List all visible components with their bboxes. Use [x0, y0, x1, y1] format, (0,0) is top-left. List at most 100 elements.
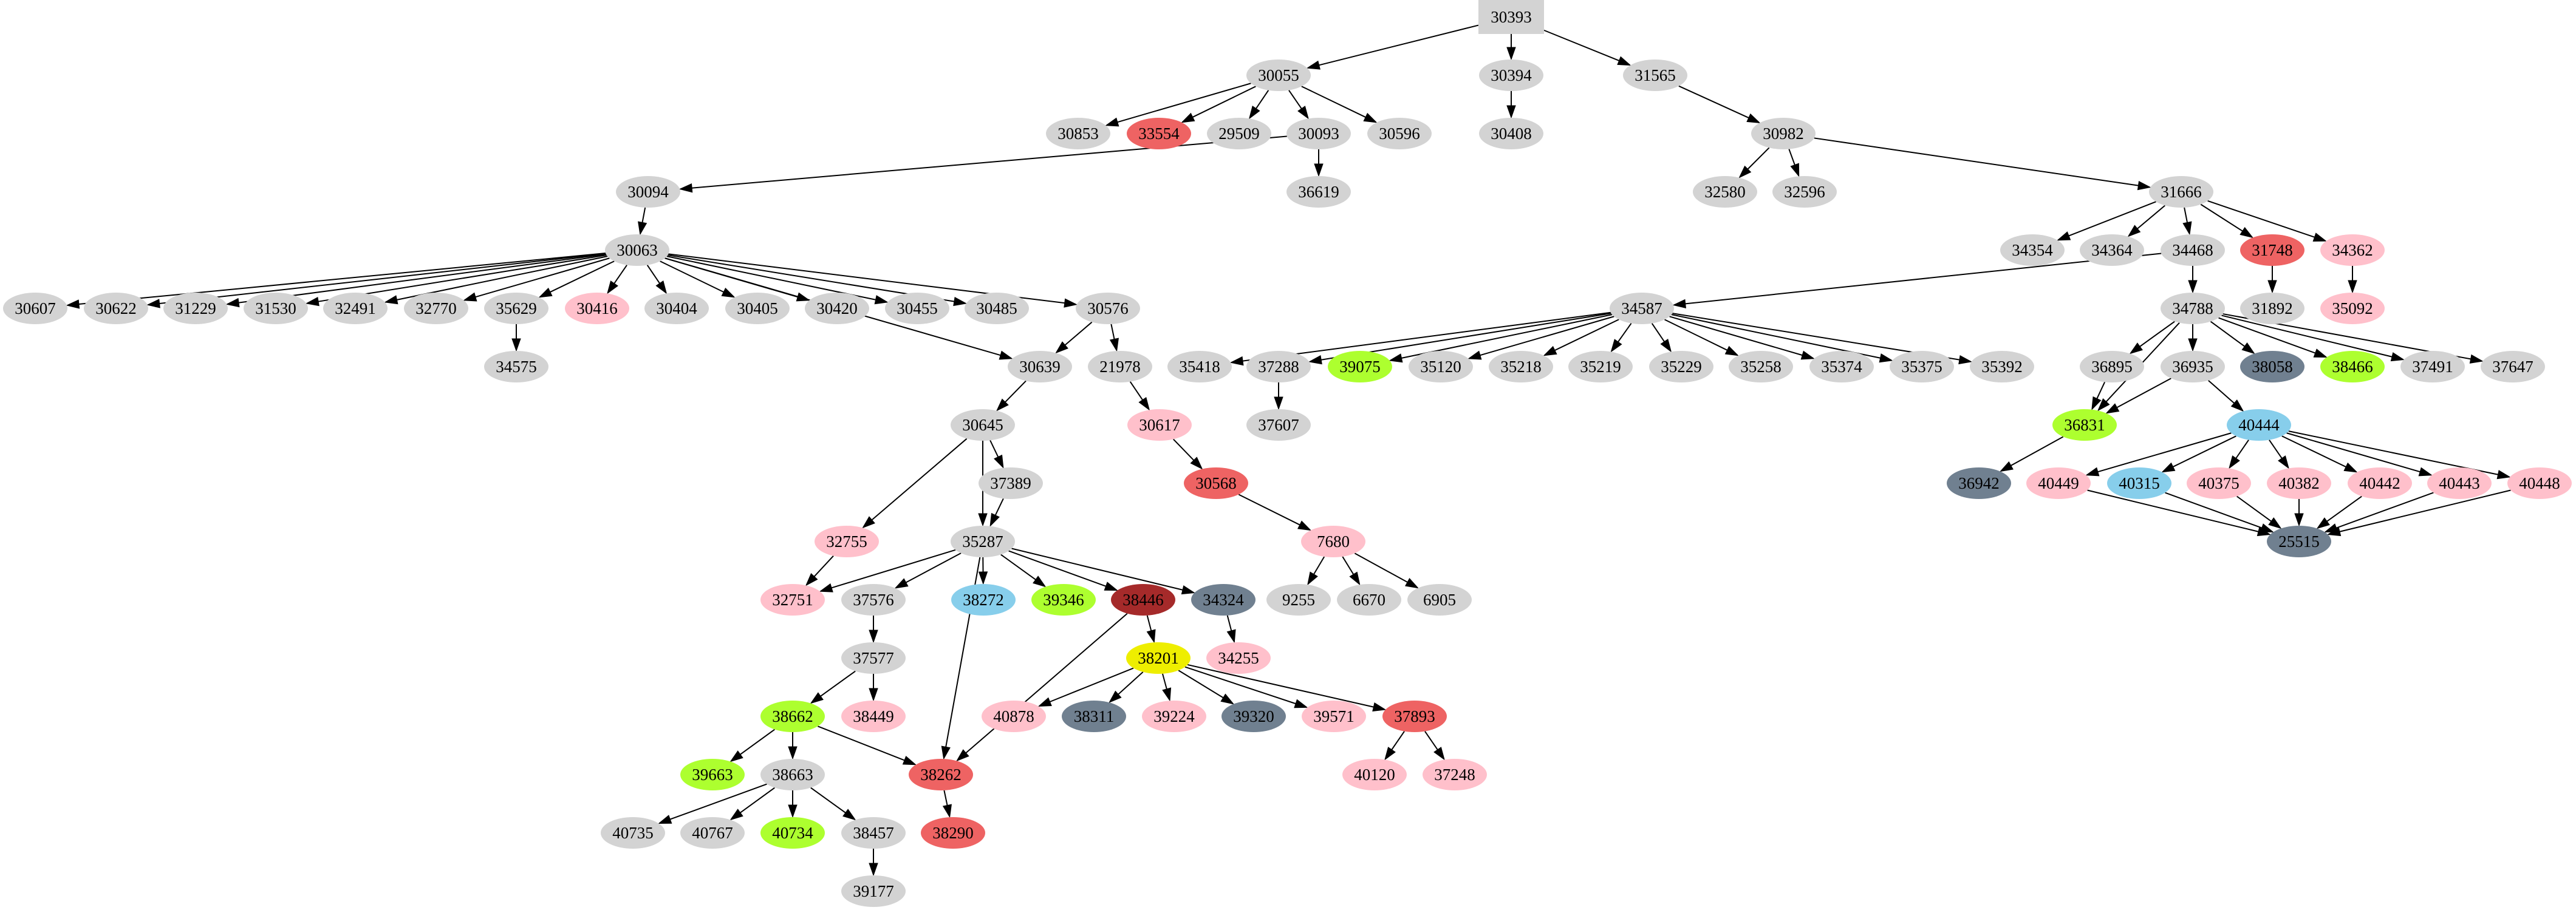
graph-node-7680[interactable]: 7680 [1301, 526, 1365, 557]
graph-node-32580[interactable]: 32580 [1693, 176, 1757, 208]
graph-node-31748[interactable]: 31748 [2240, 234, 2304, 266]
graph-node-30982[interactable]: 30982 [1751, 118, 1816, 149]
graph-node-39320[interactable]: 39320 [1221, 701, 1286, 732]
graph-node-30617[interactable]: 30617 [1127, 409, 1192, 441]
graph-node-34362[interactable]: 34362 [2320, 234, 2385, 266]
graph-node-30393[interactable]: 30393 [1478, 0, 1544, 34]
graph-node-40120[interactable]: 40120 [1342, 759, 1407, 790]
graph-node-38457[interactable]: 38457 [841, 817, 906, 849]
graph-node-37607[interactable]: 37607 [1246, 409, 1311, 441]
graph-node-30622[interactable]: 30622 [84, 293, 148, 324]
graph-node-30408[interactable]: 30408 [1479, 118, 1543, 149]
graph-node-32596[interactable]: 32596 [1772, 176, 1837, 208]
graph-node-35229[interactable]: 35229 [1649, 351, 1713, 382]
graph-node-38058[interactable]: 38058 [2240, 351, 2304, 382]
graph-node-40443[interactable]: 40443 [2427, 467, 2492, 499]
graph-node-34468[interactable]: 34468 [2161, 234, 2225, 266]
graph-node-37288[interactable]: 37288 [1246, 351, 1311, 382]
graph-node-33554[interactable]: 33554 [1127, 118, 1191, 149]
graph-node-38272[interactable]: 38272 [951, 584, 1016, 616]
graph-node-36935[interactable]: 36935 [2161, 351, 2225, 382]
graph-node-30093[interactable]: 30093 [1286, 118, 1351, 149]
graph-node-30853[interactable]: 30853 [1046, 118, 1110, 149]
graph-node-34575[interactable]: 34575 [484, 351, 548, 382]
graph-node-38290[interactable]: 38290 [921, 817, 985, 849]
graph-node-30645[interactable]: 30645 [951, 409, 1015, 441]
graph-node-30607[interactable]: 30607 [3, 293, 67, 324]
graph-node-30455[interactable]: 30455 [885, 293, 949, 324]
graph-node-35392[interactable]: 35392 [1970, 351, 2034, 382]
graph-node-32755[interactable]: 32755 [815, 526, 879, 557]
graph-node-35218[interactable]: 35218 [1489, 351, 1553, 382]
graph-node-38446[interactable]: 38446 [1111, 584, 1175, 616]
graph-node-21978[interactable]: 21978 [1088, 351, 1152, 382]
graph-node-31229[interactable]: 31229 [163, 293, 228, 324]
graph-node-31892[interactable]: 31892 [2240, 293, 2304, 324]
graph-node-31565[interactable]: 31565 [1623, 59, 1687, 91]
graph-node-37389[interactable]: 37389 [979, 467, 1043, 499]
graph-node-30094[interactable]: 30094 [616, 176, 680, 208]
graph-node-37576[interactable]: 37576 [841, 584, 906, 616]
graph-node-39663[interactable]: 39663 [680, 759, 745, 790]
graph-node-40382[interactable]: 40382 [2267, 467, 2331, 499]
graph-node-30420[interactable]: 30420 [805, 293, 869, 324]
graph-node-35287[interactable]: 35287 [951, 526, 1015, 557]
graph-node-30416[interactable]: 30416 [565, 293, 629, 324]
graph-node-40735[interactable]: 40735 [601, 817, 665, 849]
graph-node-38662[interactable]: 38662 [760, 701, 825, 732]
graph-node-35092[interactable]: 35092 [2320, 293, 2385, 324]
graph-node-34788[interactable]: 34788 [2161, 293, 2225, 324]
graph-node-32491[interactable]: 32491 [323, 293, 388, 324]
graph-node-35375[interactable]: 35375 [1890, 351, 1954, 382]
graph-node-40734[interactable]: 40734 [760, 817, 825, 849]
graph-node-37491[interactable]: 37491 [2400, 351, 2465, 382]
graph-node-40315[interactable]: 40315 [2107, 467, 2171, 499]
graph-node-38201[interactable]: 38201 [1126, 642, 1191, 674]
graph-node-39571[interactable]: 39571 [1302, 701, 1366, 732]
graph-node-29509[interactable]: 29509 [1207, 118, 1271, 149]
graph-node-39075[interactable]: 39075 [1328, 351, 1392, 382]
graph-node-30576[interactable]: 30576 [1076, 293, 1140, 324]
graph-node-31666[interactable]: 31666 [2149, 176, 2213, 208]
graph-node-40375[interactable]: 40375 [2187, 467, 2251, 499]
graph-node-38449[interactable]: 38449 [841, 701, 906, 732]
graph-node-32751[interactable]: 32751 [760, 584, 825, 616]
graph-node-6670[interactable]: 6670 [1337, 584, 1401, 616]
graph-node-35374[interactable]: 35374 [1809, 351, 1874, 382]
graph-node-30404[interactable]: 30404 [644, 293, 709, 324]
graph-node-30596[interactable]: 30596 [1367, 118, 1432, 149]
graph-node-40767[interactable]: 40767 [680, 817, 745, 849]
graph-node-35258[interactable]: 35258 [1729, 351, 1793, 382]
graph-node-30485[interactable]: 30485 [965, 293, 1029, 324]
graph-node-40878[interactable]: 40878 [982, 701, 1046, 732]
graph-node-34255[interactable]: 34255 [1206, 642, 1271, 674]
graph-node-39177[interactable]: 39177 [841, 875, 906, 907]
graph-node-34587[interactable]: 34587 [1610, 293, 1674, 324]
graph-node-31530[interactable]: 31530 [244, 293, 308, 324]
graph-node-39346[interactable]: 39346 [1031, 584, 1096, 616]
graph-node-35418[interactable]: 35418 [1167, 351, 1232, 382]
graph-node-37577[interactable]: 37577 [841, 642, 906, 674]
graph-node-30394[interactable]: 30394 [1479, 59, 1543, 91]
graph-node-40449[interactable]: 40449 [2026, 467, 2091, 499]
graph-node-35219[interactable]: 35219 [1568, 351, 1633, 382]
graph-node-32770[interactable]: 32770 [404, 293, 468, 324]
graph-node-36619[interactable]: 36619 [1286, 176, 1351, 208]
graph-node-30568[interactable]: 30568 [1184, 467, 1248, 499]
graph-node-9255[interactable]: 9255 [1266, 584, 1331, 616]
graph-node-35629[interactable]: 35629 [484, 293, 548, 324]
graph-node-30405[interactable]: 30405 [725, 293, 790, 324]
graph-node-30055[interactable]: 30055 [1246, 59, 1311, 91]
graph-node-38663[interactable]: 38663 [760, 759, 825, 790]
graph-node-34364[interactable]: 34364 [2080, 234, 2144, 266]
graph-node-35120[interactable]: 35120 [1409, 351, 1473, 382]
graph-node-37893[interactable]: 37893 [1382, 701, 1447, 732]
graph-node-40444[interactable]: 40444 [2227, 409, 2291, 441]
graph-node-30063[interactable]: 30063 [605, 234, 669, 266]
graph-node-36895[interactable]: 36895 [2080, 351, 2144, 382]
graph-node-34354[interactable]: 34354 [2000, 234, 2065, 266]
graph-node-25515[interactable]: 25515 [2267, 526, 2331, 557]
graph-node-34324[interactable]: 34324 [1191, 584, 1256, 616]
graph-node-6905[interactable]: 6905 [1407, 584, 1472, 616]
graph-node-30639[interactable]: 30639 [1008, 351, 1072, 382]
